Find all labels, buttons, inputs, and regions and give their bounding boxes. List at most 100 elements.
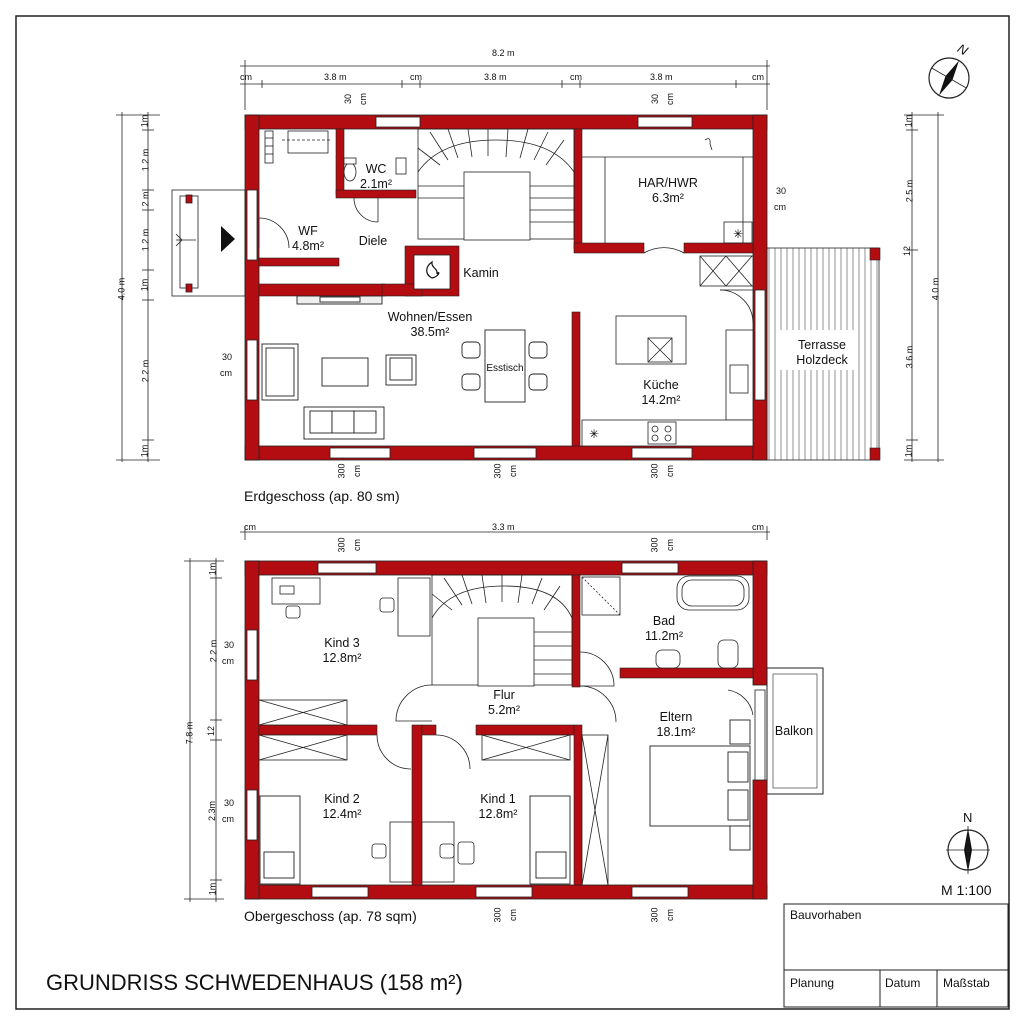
wardrobe-fixtures bbox=[264, 130, 330, 164]
window-tag: 300 bbox=[649, 907, 660, 923]
window-tag: 30 bbox=[650, 93, 661, 105]
window-tag: cm bbox=[508, 909, 518, 921]
scale-label: M 1:100 bbox=[941, 882, 992, 898]
dim-segment: 1m bbox=[139, 444, 150, 458]
room-area: 14.2m² bbox=[641, 393, 681, 407]
window-tag: cm bbox=[774, 202, 786, 212]
room-name: Terrasse bbox=[798, 338, 846, 352]
north-arrow-bottom bbox=[946, 826, 990, 874]
upper-floor-total-height: 7.8 m bbox=[184, 721, 195, 745]
room-balkon: Balkon bbox=[774, 724, 814, 738]
title-block-scale: Maßstab bbox=[943, 976, 990, 990]
desks-and-chairs bbox=[271, 577, 475, 883]
room-area: 11.2m² bbox=[645, 629, 683, 643]
fire-icon bbox=[426, 260, 440, 279]
window-tag: 300 bbox=[649, 463, 660, 479]
beds bbox=[259, 719, 751, 885]
room-name: WC bbox=[365, 162, 387, 176]
room-area: 18.1m² bbox=[656, 725, 696, 739]
window-tag: 300 bbox=[649, 537, 660, 553]
dim-segment: 1m bbox=[207, 882, 218, 896]
room-name-2: Holzdeck bbox=[796, 353, 848, 367]
dim-segment: 12 bbox=[902, 245, 913, 257]
ground-floor-caption: Erdgeschoss (ap. 80 sm) bbox=[244, 488, 400, 504]
bathroom-fixtures bbox=[581, 575, 750, 669]
sheet-border bbox=[15, 15, 1010, 1010]
dim-segment: 1.2 m bbox=[140, 148, 151, 172]
room-area: 6.3m² bbox=[652, 191, 684, 205]
entrance-arrow-icon bbox=[221, 226, 235, 252]
window-tag: cm bbox=[352, 465, 362, 477]
ground-floor-right-height: 4.0 m bbox=[930, 277, 941, 301]
room-name: Küche bbox=[643, 378, 679, 392]
dim-segment: 1m bbox=[903, 114, 914, 128]
living-room-furniture bbox=[261, 295, 548, 440]
room-name: Flur bbox=[493, 688, 515, 702]
window-tag: cm bbox=[665, 465, 675, 477]
window-tag: cm bbox=[665, 909, 675, 921]
terrace-post bbox=[869, 247, 881, 261]
window-tag: 30 bbox=[224, 798, 235, 808]
dim-segment: 1m bbox=[207, 562, 218, 576]
room-area: 2.1m² bbox=[360, 177, 392, 191]
ground-floor-plan: ✳ bbox=[171, 114, 881, 461]
room-name: Kind 1 bbox=[480, 792, 516, 806]
wc-fixtures bbox=[343, 157, 407, 182]
title-block-planning: Planung bbox=[790, 976, 835, 990]
title-block-project: Bauvorhaben bbox=[790, 908, 862, 922]
dim-segment: cm bbox=[752, 72, 764, 82]
upper-floor-staircase bbox=[431, 574, 573, 687]
wardrobes bbox=[258, 699, 609, 886]
room-area: 5.2m² bbox=[488, 703, 520, 717]
dim-segment: 3.8 m bbox=[324, 72, 347, 82]
window-tag: 300 bbox=[336, 463, 347, 479]
dim-segment: cm bbox=[244, 522, 256, 532]
upper-floor-caption: Obergeschoss (ap. 78 sqm) bbox=[244, 908, 417, 924]
room-kamin: Kamin bbox=[463, 266, 499, 280]
room-name: Wohnen/Essen bbox=[387, 310, 473, 324]
dim-segment: cm bbox=[410, 72, 422, 82]
ground-floor-doors bbox=[258, 197, 754, 324]
appliance-icon: ✳ bbox=[589, 427, 599, 441]
dining-table-label: Esstisch bbox=[486, 363, 524, 374]
room-name: Kind 2 bbox=[324, 792, 360, 806]
window-tag: 30 bbox=[776, 186, 787, 196]
north-arrow-top bbox=[928, 57, 970, 99]
room-area: 4.8m² bbox=[292, 239, 324, 253]
window-tag: 300 bbox=[336, 537, 347, 553]
title-block bbox=[783, 903, 1009, 1008]
window-tag: cm bbox=[358, 93, 368, 105]
window-tag: cm bbox=[222, 656, 234, 666]
room-area: 12.4m² bbox=[322, 807, 362, 821]
ground-floor-total-width: 8.2 m bbox=[492, 48, 515, 58]
dim-segment: 3.6 m bbox=[904, 345, 915, 369]
drawing-title: GRUNDRISS SCHWEDENHAUS (158 m²) bbox=[46, 970, 463, 995]
boiler-icon: ✳ bbox=[733, 227, 743, 241]
window-tag: cm bbox=[665, 539, 675, 551]
room-diele: Diele bbox=[358, 234, 388, 248]
dim-segment: 2.3m bbox=[207, 800, 218, 822]
window-tag: 300 bbox=[492, 907, 503, 923]
dim-segment: cm bbox=[570, 72, 582, 82]
ground-floor-windows bbox=[246, 116, 766, 459]
dim-segment: 3.8 m bbox=[650, 72, 673, 82]
window-tag: cm bbox=[508, 465, 518, 477]
har-fixtures bbox=[582, 138, 753, 244]
room-area: 38.5m² bbox=[410, 325, 450, 339]
room-name: HAR/HWR bbox=[638, 176, 698, 190]
room-name: Kind 3 bbox=[324, 636, 360, 650]
room-name: Bad bbox=[652, 614, 676, 628]
dim-segment: 1m bbox=[139, 278, 150, 292]
dim-segment: cm bbox=[752, 522, 764, 532]
ground-floor-staircase bbox=[417, 128, 575, 241]
